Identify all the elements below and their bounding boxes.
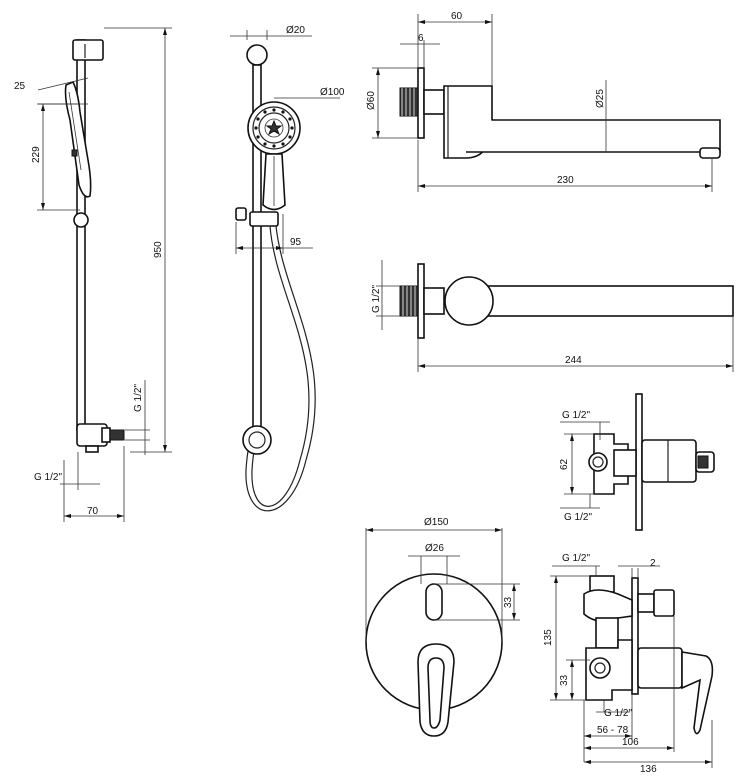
install-depth-label: 106 <box>622 737 639 748</box>
angle-label: 25 <box>14 81 26 92</box>
rail-offset-label: 95 <box>290 237 302 248</box>
outlet-thread-side-label: G 1/2" <box>133 384 144 412</box>
valve-side-view: G 1/2" 62 G 1/2" <box>559 393 715 531</box>
install-depth-range-label: 56 - 78 <box>597 725 629 736</box>
concealed-body-view: G 1/2" 2 135 33 G 1/2" 56 - 78 106 136 <box>543 553 714 775</box>
spout-flange-thickness-label: 6 <box>418 33 424 44</box>
cover-plate-view: Ø150 Ø26 33 <box>365 517 520 737</box>
spout-reach-label: 230 <box>557 175 574 186</box>
spout-side-view: 60 6 Ø60 Ø25 230 <box>366 11 721 192</box>
valve-top-thread-label: G 1/2" <box>562 410 590 421</box>
outlet-depth-label: 70 <box>87 506 99 517</box>
body-lower-offset-label: 33 <box>559 674 570 686</box>
total-depth-label: 136 <box>640 764 657 775</box>
rail-side-view: 25 229 950 G 1/2" G 1/2" 70 <box>14 27 172 522</box>
spout-top-view: G 1/2" 244 <box>371 260 734 372</box>
body-bottom-thread-label: G 1/2" <box>604 708 632 719</box>
spout-flange-diameter-label: Ø60 <box>366 91 377 110</box>
spout-thread-label: G 1/2" <box>371 285 382 313</box>
lever-diameter-label: Ø26 <box>425 543 444 554</box>
head-diameter-label: Ø100 <box>320 87 345 98</box>
head-height-label: 229 <box>31 146 42 163</box>
plate-diameter-label: Ø150 <box>424 517 449 528</box>
lever-offset-label: 33 <box>503 596 514 608</box>
rail-height-label: 950 <box>153 241 164 258</box>
spout-diameter-label: Ø25 <box>595 89 606 108</box>
valve-bottom-thread-label: G 1/2" <box>564 512 592 523</box>
body-top-thread-label: G 1/2" <box>562 553 590 564</box>
rail-front-view: Ø20 Ø100 95 <box>230 25 345 512</box>
valve-height-label: 62 <box>559 458 570 470</box>
spout-total-length-label: 244 <box>565 355 582 366</box>
knob-diameter-label: Ø20 <box>286 25 305 36</box>
body-height-label: 135 <box>543 629 554 646</box>
outlet-thread-bottom-label: G 1/2" <box>34 472 62 483</box>
spout-flange-offset-label: 60 <box>451 11 463 22</box>
plate-gap-label: 2 <box>650 558 656 569</box>
